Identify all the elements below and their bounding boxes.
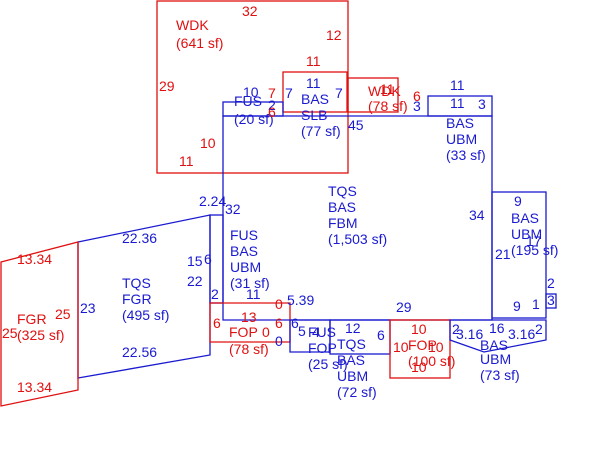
dimension-label: 4 xyxy=(312,324,320,340)
dimension-label: 5.39 xyxy=(287,292,314,308)
dimension-label: 6 xyxy=(377,327,385,343)
dimension-label: 6 xyxy=(275,315,283,331)
dimension-label: 11 xyxy=(450,95,465,111)
dimension-label: 6 xyxy=(413,88,421,104)
dimension-label: 13.34 xyxy=(17,379,52,395)
fop-right-outline xyxy=(389,319,451,379)
dimension-label: 6 xyxy=(291,315,299,331)
dimension-label: 23 xyxy=(80,300,96,316)
bas-ubm-east-notch xyxy=(545,293,557,309)
bas-slb-outline xyxy=(282,71,348,113)
dimension-label: 29 xyxy=(159,78,175,94)
dimension-label: 2.24 xyxy=(199,193,226,209)
dimension-label: 11 xyxy=(306,75,321,91)
dimension-label: 25 xyxy=(55,306,71,322)
dimension-label: 2 xyxy=(268,97,276,113)
dimension-label: 6 xyxy=(213,315,221,331)
dimension-label: 11 xyxy=(246,286,261,302)
area-label: WDK(78 sf) xyxy=(368,83,408,114)
dimension-label: 34 xyxy=(469,207,485,223)
dimension-label: 2 xyxy=(547,275,555,291)
dimension-label: 13 xyxy=(241,309,257,325)
dimension-label: 11 xyxy=(179,153,194,169)
dimension-label: 3 xyxy=(547,292,555,308)
dimension-label: 17 xyxy=(526,233,542,249)
dimension-label: 45 xyxy=(348,117,364,133)
dimension-label: 12 xyxy=(345,320,361,336)
dimension-label: 3 xyxy=(478,96,486,112)
dimension-label: 1 xyxy=(532,296,540,312)
dimension-label: 2 xyxy=(211,286,219,302)
dimension-label: 2 xyxy=(535,321,543,337)
dimension-label: 5 xyxy=(298,323,306,339)
dimension-label: 7 xyxy=(285,85,293,101)
bas-ubm-73-outline xyxy=(449,319,547,353)
dimension-label: 3.16 xyxy=(456,326,483,342)
area-label: WDK(641 sf) xyxy=(176,17,223,51)
outlines xyxy=(0,0,557,407)
dimension-label: 25 xyxy=(2,325,18,341)
dimension-label: 29 xyxy=(396,299,412,315)
area-label: FUS(20 sf) xyxy=(234,93,274,127)
dimension-label: 7 xyxy=(335,85,343,101)
dimension-label: 3 xyxy=(413,98,421,114)
dimension-labels: 32 12 11 29 10 11 10 7 2 6 7 11 7 45 11 … xyxy=(2,3,555,395)
dimension-label: 10 xyxy=(411,321,427,337)
dimension-label: 11 xyxy=(380,81,395,97)
dimension-label: 10 xyxy=(428,339,444,355)
dimension-label: 10 xyxy=(411,359,427,375)
dimension-label: 11 xyxy=(306,53,321,69)
dimension-label: 0 xyxy=(275,296,283,312)
dimension-label: 12 xyxy=(326,27,342,43)
dimension-label: 15 xyxy=(187,253,203,269)
dimension-label: 7 xyxy=(268,85,276,101)
wdk-small-outline xyxy=(347,77,399,113)
dimension-label: 22 xyxy=(187,273,203,289)
fgr-outline xyxy=(0,241,79,407)
dimension-label: 11 xyxy=(450,77,465,93)
dimension-label: 10 xyxy=(393,339,409,355)
dimension-label: 3.16 xyxy=(508,326,535,342)
dimension-label: 13.34 xyxy=(17,251,52,267)
dimension-label: 0 xyxy=(262,324,270,340)
dimension-label: 6 xyxy=(204,251,212,267)
dimension-label: 9 xyxy=(514,193,522,209)
area-label: FOP(78 sf) xyxy=(229,324,269,357)
area-label: FOP(100 sf) xyxy=(408,337,455,369)
dimension-label: 10 xyxy=(200,135,216,151)
dimension-label: 0 xyxy=(275,333,283,349)
dimension-label: 32 xyxy=(242,3,258,19)
dimension-label: 22.36 xyxy=(122,230,157,246)
dimension-label: 16 xyxy=(489,320,505,336)
dimension-label: 6 xyxy=(268,104,276,120)
dimension-label: 10 xyxy=(243,84,259,100)
dimension-label: 22.56 xyxy=(122,344,157,360)
dimension-label: 9 xyxy=(513,298,521,314)
area-label: FGR(325 sf) xyxy=(17,311,64,343)
bas-ubm-east-outline xyxy=(491,191,547,319)
dimension-label: 32 xyxy=(225,201,241,217)
dimension-label: 21 xyxy=(495,246,511,262)
dimension-label: 2 xyxy=(452,321,460,337)
